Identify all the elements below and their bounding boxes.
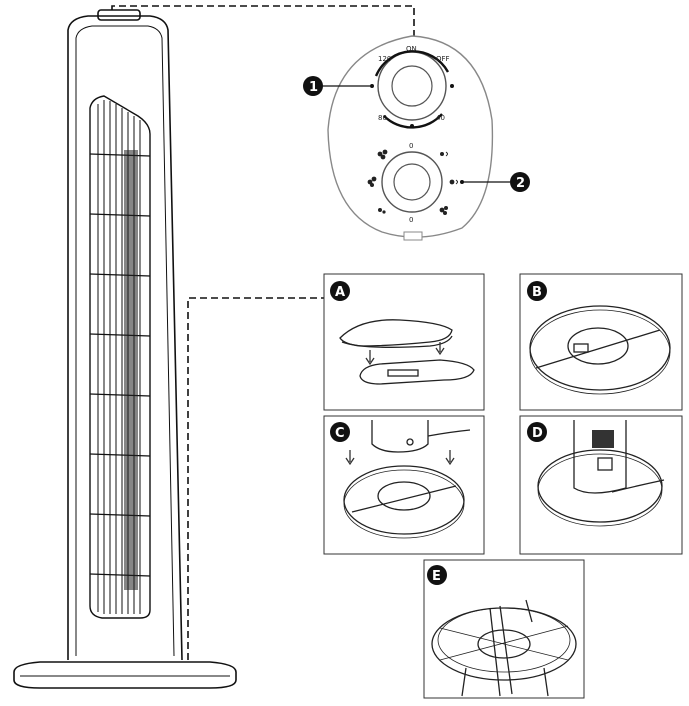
step-b-panel — [519, 273, 683, 411]
svg-text:2: 2 — [516, 176, 525, 191]
callout-badge-1: 1 — [303, 76, 323, 96]
timer-label-on: ON — [406, 45, 417, 53]
leader-lines — [111, 5, 415, 660]
timer-dial: ON OFF 120 80 40 0 — [370, 45, 454, 150]
step-badge-e: E — [427, 565, 447, 585]
control-panel: ON OFF 120 80 40 0 0 0 — [322, 35, 510, 241]
step-badge-a: A — [330, 281, 350, 301]
step-d-panel — [519, 415, 683, 555]
mode-label-zero-bottom: 0 — [409, 216, 413, 224]
callout-badge-2: 2 — [510, 172, 530, 192]
svg-text:1: 1 — [309, 80, 318, 95]
tower-fan — [13, 9, 237, 689]
svg-text:D: D — [532, 426, 543, 441]
step-badge-b: B — [527, 281, 547, 301]
step-badge-d: D — [527, 422, 547, 442]
timer-label-zero: 0 — [409, 142, 413, 150]
fan-high-icon — [377, 149, 388, 160]
svg-text:A: A — [335, 285, 345, 300]
sleep-breeze-icon — [449, 179, 458, 185]
mode-dial: 0 0 — [367, 149, 458, 224]
svg-text:C: C — [335, 426, 345, 441]
fan-medium-icon — [367, 176, 377, 187]
step-a-panel — [323, 273, 485, 411]
fan-low-icon — [378, 208, 386, 214]
timer-label-40: 40 — [436, 114, 445, 122]
svg-text:B: B — [532, 285, 542, 300]
timer-label-80: 80 — [378, 114, 387, 122]
normal-breeze-icon — [439, 206, 448, 215]
step-badge-c: C — [330, 422, 350, 442]
step-c-panel — [323, 415, 485, 555]
fan-speed-icons — [367, 149, 458, 215]
natural-breeze-icon — [440, 151, 448, 157]
step-e-panel — [423, 559, 585, 699]
svg-text:E: E — [432, 569, 441, 584]
timer-label-120: 120 — [378, 55, 391, 63]
timer-label-off: OFF — [436, 55, 450, 63]
